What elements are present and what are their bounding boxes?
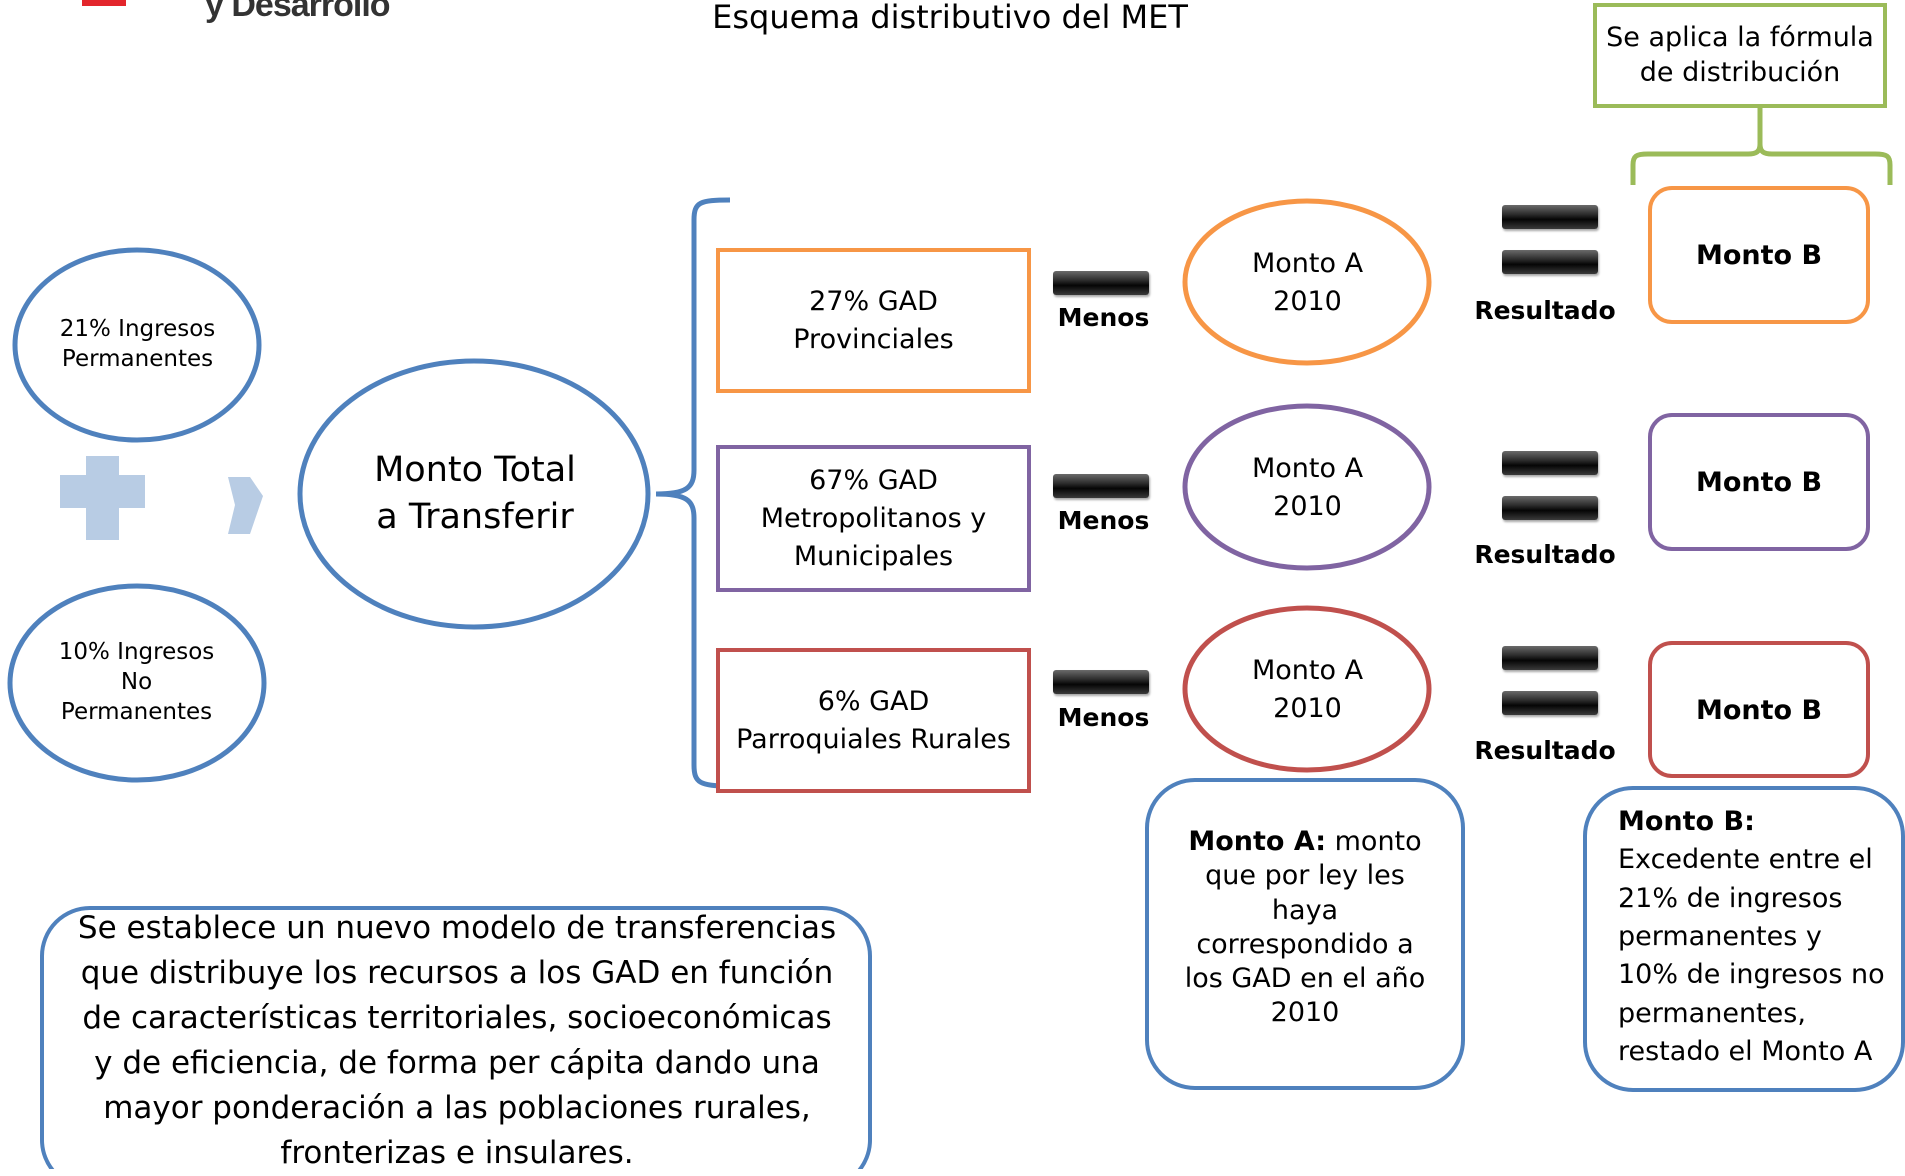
monto-b-box-2 [1648,413,1870,551]
monto-a-ellipse-3 [1182,605,1432,773]
monto-b-box-3 [1648,641,1870,778]
label-permanent: 21% Ingresos Permanentes [59,316,216,372]
minus-sign-icon [1053,271,1149,295]
label-monto-a: Monto A 2010 [1251,655,1364,724]
plus-icon [60,456,145,540]
formula-note-box [1593,3,1887,108]
monto-a-definition-box [1145,778,1465,1090]
label-gad-parroquiales: 6% GAD Parroquiales Rurales [736,686,1011,755]
monto-b-box-1 [1648,186,1870,324]
label-result: Resultado [1474,295,1616,325]
monto-a-ellipse-1 [1182,198,1432,366]
label-monto-a: Monto A 2010 [1251,453,1364,522]
diagram-title: Esquema distributivo del MET [712,0,1188,37]
definition-monto-b-text: Excedente entre el 21% de ingresos perma… [1618,844,1885,1067]
brace [655,197,731,789]
description-text: Se establece un nuevo modelo de transfer… [77,910,837,1171]
label-gad-provinciales: 27% GAD Provinciales [793,286,954,355]
label-minus: Menos [1057,505,1150,535]
label-gad-municipales: 67% GAD Metropolitanos y Municipales [760,465,987,572]
monto-a-ellipse-2 [1182,403,1432,571]
label-monto-b: Monto B [1695,695,1823,727]
definition-monto-a: Monto A: monto que por ley les haya corr… [1180,825,1430,1045]
label-monto-b: Monto B [1695,467,1823,499]
label-result: Resultado [1474,735,1616,765]
definition-monto-a-term: Monto A: [1188,826,1327,857]
label-minus: Menos [1057,702,1150,732]
monto-b-definition-box [1583,786,1905,1092]
arrow-right-icon [228,477,263,534]
label-monto-b: Monto B [1695,240,1823,272]
equals-sign-bottom-icon [1502,250,1598,274]
equals-sign-top-icon [1502,646,1598,670]
logo-text: y Desarrollo [205,0,391,24]
equals-sign-top-icon [1502,205,1598,229]
equals-sign-top-icon [1502,451,1598,475]
gad-box-parroquiales [716,648,1031,793]
description-box [40,906,872,1169]
gad-box-municipales [716,445,1031,592]
ellipse-total [297,358,651,630]
gad-box-provinciales [716,248,1031,393]
label-result: Resultado [1474,539,1616,569]
label-formula-note: Se aplica la fórmula de distribución [1606,21,1874,88]
definition-monto-b: Monto B: Excedente entre el 21% de ingre… [1618,803,1888,1073]
equals-sign-bottom-icon [1502,691,1598,715]
definition-monto-a-text: monto que por ley les haya correspondido… [1184,826,1426,1029]
definition-monto-b-term: Monto B: [1618,806,1755,837]
minus-sign-icon [1053,474,1149,498]
equals-sign-bottom-icon [1502,496,1598,520]
minus-sign-icon [1053,670,1149,694]
label-non-permanent: 10% Ingresos No Permanentes [58,639,215,725]
ellipse-non-permanent [7,583,267,783]
label-minus: Menos [1057,302,1150,332]
ellipse-permanent [12,247,262,443]
green-brace [1630,106,1893,185]
label-total: Monto Total a Transferir [374,449,576,537]
logo-mark [82,0,126,6]
label-monto-a: Monto A 2010 [1251,248,1364,317]
